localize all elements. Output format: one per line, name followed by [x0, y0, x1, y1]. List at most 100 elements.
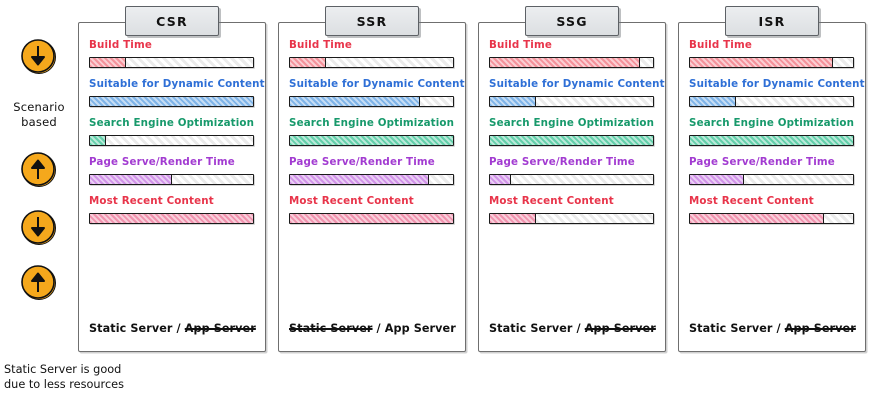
- metric-bar: [289, 57, 454, 68]
- scenario-label-line1: Scenario: [13, 100, 65, 114]
- arrow-down-icon: [21, 39, 56, 74]
- tab-csr[interactable]: CSR: [125, 6, 219, 36]
- metric-bar: [89, 213, 254, 224]
- metric-row: Search Engine Optimization: [689, 117, 855, 146]
- metric-bar-fill: [90, 175, 172, 184]
- metric-bar: [289, 96, 454, 107]
- static-server-label: Static Server: [89, 322, 173, 335]
- metric-bar: [689, 96, 854, 107]
- footer-caption-line1: Static Server is good: [4, 363, 122, 376]
- app-server-label: App Server: [784, 322, 856, 335]
- metric-label: Search Engine Optimization: [689, 117, 855, 129]
- metric-label: Search Engine Optimization: [89, 117, 255, 129]
- metric-bar-fill: [290, 175, 429, 184]
- metric-bar: [489, 135, 654, 146]
- tab-isr[interactable]: ISR: [725, 6, 819, 36]
- server-separator: /: [572, 322, 585, 335]
- arrow-down-icon: [21, 210, 56, 245]
- metric-bar-fill: [690, 97, 736, 106]
- metric-bar: [689, 135, 854, 146]
- footer-caption-line2: due to less resources: [4, 378, 125, 391]
- metric-bar: [289, 135, 454, 146]
- metric-bar-fill: [90, 214, 253, 223]
- metric-row: Search Engine Optimization: [89, 117, 255, 146]
- metric-bar-fill: [490, 214, 536, 223]
- metric-bar-fill: [90, 97, 253, 106]
- metric-row: Build Time: [89, 39, 255, 68]
- arrow-up-icon: [21, 152, 56, 187]
- metric-label: Most Recent Content: [289, 195, 414, 207]
- metric-label: Build Time: [489, 39, 552, 51]
- metric-bar-fill: [490, 58, 640, 67]
- metric-label: Page Serve/Render Time: [689, 156, 835, 168]
- metric-row: Suitable for Dynamic Content: [489, 78, 664, 107]
- metric-row: Suitable for Dynamic Content: [89, 78, 265, 107]
- footer-caption: Static Server is good due to less resour…: [4, 362, 124, 392]
- metric-label: Page Serve/Render Time: [289, 156, 435, 168]
- server-separator: /: [772, 322, 785, 335]
- scenario-label-line2: based: [21, 115, 57, 129]
- tab-label: ISR: [758, 13, 786, 29]
- server-separator: /: [372, 322, 385, 335]
- tab-label: SSG: [556, 13, 588, 29]
- app-server-label: App Server: [184, 322, 256, 335]
- metric-bar: [89, 174, 254, 185]
- metric-bar: [89, 57, 254, 68]
- metric-bar-fill: [90, 58, 126, 67]
- server-type-line: Static Server / App Server: [689, 322, 859, 335]
- metric-label: Most Recent Content: [489, 195, 614, 207]
- metric-row: Build Time: [689, 39, 855, 68]
- metric-row: Search Engine Optimization: [289, 117, 455, 146]
- metric-bar-fill: [490, 97, 536, 106]
- metric-bar-fill: [690, 58, 834, 67]
- server-type-line: Static Server / App Server: [289, 322, 459, 335]
- metric-label: Build Time: [89, 39, 152, 51]
- metric-label: Suitable for Dynamic Content: [89, 78, 265, 90]
- metric-bar-fill: [490, 136, 653, 145]
- metric-bar: [89, 135, 254, 146]
- app-server-label: App Server: [384, 322, 456, 335]
- metric-bar-fill: [690, 175, 744, 184]
- metric-row: Most Recent Content: [689, 195, 855, 224]
- scenario-label: Scenario based: [0, 100, 78, 130]
- tab-label: SSR: [356, 13, 388, 29]
- metric-bar-fill: [290, 214, 453, 223]
- metric-bar: [489, 174, 654, 185]
- metric-row: Page Serve/Render Time: [489, 156, 655, 185]
- metric-bar: [689, 57, 854, 68]
- metric-label: Search Engine Optimization: [489, 117, 655, 129]
- metric-label: Suitable for Dynamic Content: [289, 78, 465, 90]
- metric-row: Page Serve/Render Time: [689, 156, 855, 185]
- server-type-line: Static Server / App Server: [89, 322, 259, 335]
- server-type-line: Static Server / App Server: [489, 322, 659, 335]
- static-server-label: Static Server: [489, 322, 573, 335]
- tab-ssr[interactable]: SSR: [325, 6, 419, 36]
- metric-label: Suitable for Dynamic Content: [689, 78, 865, 90]
- metric-bar: [689, 174, 854, 185]
- metric-bar: [289, 174, 454, 185]
- arrow-up-icon: [21, 265, 56, 300]
- metric-label: Search Engine Optimization: [289, 117, 455, 129]
- metric-bar: [489, 57, 654, 68]
- metric-bar: [489, 96, 654, 107]
- metric-row: Most Recent Content: [489, 195, 655, 224]
- metric-label: Most Recent Content: [689, 195, 814, 207]
- tab-ssg[interactable]: SSG: [525, 6, 619, 36]
- metric-bar: [489, 213, 654, 224]
- metric-row: Suitable for Dynamic Content: [289, 78, 465, 107]
- metric-bar-fill: [690, 214, 824, 223]
- metric-row: Build Time: [489, 39, 655, 68]
- metric-bar-fill: [690, 136, 853, 145]
- metric-label: Build Time: [289, 39, 352, 51]
- metric-bar-fill: [290, 58, 326, 67]
- metric-row: Page Serve/Render Time: [289, 156, 455, 185]
- server-separator: /: [172, 322, 185, 335]
- app-server-label: App Server: [584, 322, 656, 335]
